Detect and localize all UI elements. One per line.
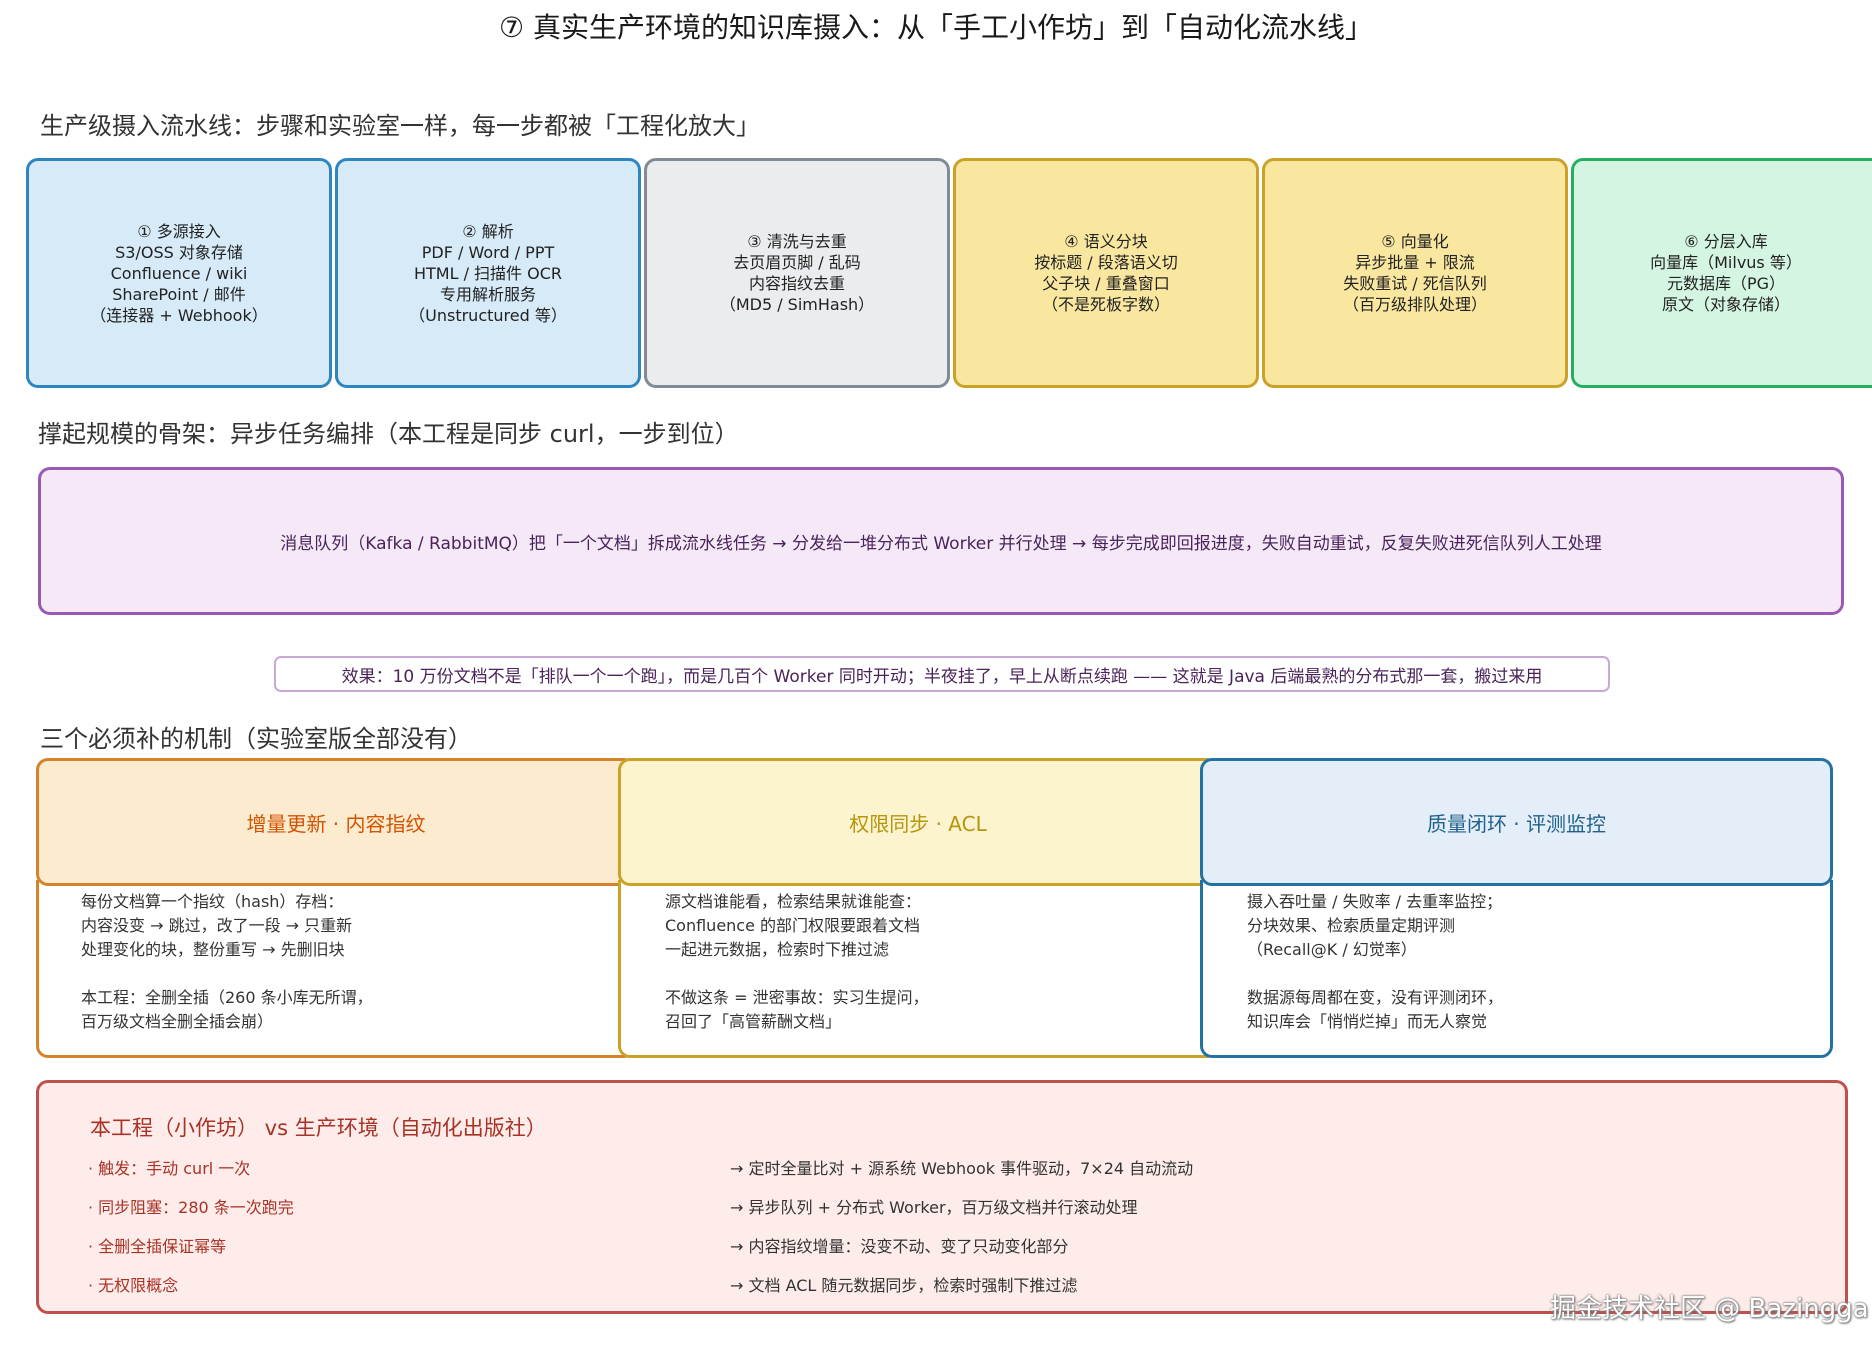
pipeline-stage-6: ⑥ 分层入库向量库（Milvus 等） 元数据库（PG） 原文（对象存储） — [1571, 158, 1872, 388]
stage-line: 按标题 / 段落语义切 — [1034, 253, 1178, 272]
backbone-heading: 撑起规模的骨架：异步任务编排（本工程是同步 curl，一步到位） — [38, 420, 739, 448]
mechanism-line: 摄入吞吐量 / 失败率 / 去重率监控； — [1247, 892, 1503, 911]
mechanism-header-3: 质量闭环 · 评测监控 — [1200, 758, 1833, 886]
mechanism-title: 增量更新 · 内容指纹 — [246, 811, 426, 836]
stage-line: （连接器 + Webhook） — [90, 305, 268, 325]
stage-title: ② 解析 — [462, 221, 514, 241]
comparison-production: → 定时全量比对 + 源系统 Webhook 事件驱动，7×24 自动流动 — [730, 1159, 1194, 1178]
mechanism-line: 本工程：全删全插（260 条小库无所谓， — [81, 988, 373, 1007]
stage-line: 去页眉页脚 / 乱码 — [733, 253, 861, 272]
comparison-production: → 文档 ACL 随元数据同步，检索时强制下推过滤 — [730, 1276, 1078, 1295]
comparison-title: 本工程（小作坊） vs 生产环境（自动化出版社） — [90, 1116, 547, 1140]
comparison-current: · 全删全插保证幂等 — [88, 1237, 227, 1256]
comparison-box — [36, 1080, 1848, 1314]
stage-line: 异步批量 + 限流 — [1355, 253, 1475, 272]
stage-line: PDF / Word / PPT — [421, 242, 555, 262]
mechanism-line: 内容没变 → 跳过，改了一段 → 只重新 — [81, 916, 353, 935]
comparison-current: · 无权限概念 — [88, 1276, 179, 1295]
page-title: ⑦ 真实生产环境的知识库摄入：从「手工小作坊」到「自动化流水线」 — [498, 11, 1373, 44]
stage-line: 专用解析服务 — [439, 284, 536, 304]
mechanism-line: 一起进元数据，检索时下推过滤 — [665, 940, 890, 959]
mechanisms-heading: 三个必须补的机制（实验室版全部没有） — [40, 725, 472, 753]
pipeline-heading: 生产级摄入流水线：步骤和实验室一样，每一步都被「工程化放大」 — [40, 112, 760, 140]
comparison-current: · 同步阻塞：280 条一次跑完 — [88, 1198, 294, 1217]
mechanism-line: 数据源每周都在变，没有评测闭环， — [1247, 988, 1504, 1007]
mechanism-line: 百万级文档全删全插会崩） — [81, 1012, 274, 1031]
mechanism-line — [81, 962, 633, 986]
stage-line: S3/OSS 对象存储 — [115, 242, 243, 262]
stage-line: 元数据库（PG） — [1666, 274, 1786, 293]
pipeline-stage-4: ④ 语义分块按标题 / 段落语义切父子块 / 重叠窗口 （不是死板字数） — [953, 158, 1259, 388]
mechanism-line: 知识库会「悄悄烂掉」而无人察觉 — [1247, 1012, 1488, 1031]
stage-line: 失败重试 / 死信队列 — [1343, 274, 1487, 293]
mechanism-line: 分块效果、检索质量定期评测 — [1247, 916, 1456, 935]
mechanism-line: 源文档谁能看，检索结果就谁能查： — [665, 892, 922, 911]
mechanism-header-2: 权限同步 · ACL — [618, 758, 1218, 886]
mechanism-line — [1247, 962, 1830, 986]
mechanism-line: 每份文档算一个指纹（hash）存档： — [81, 892, 344, 911]
stage-title: ⑥ 分层入库 — [1684, 232, 1768, 251]
stage-title: ④ 语义分块 — [1064, 232, 1148, 251]
message-queue-text: 消息队列（Kafka / RabbitMQ）把「一个文档」拆成流水线任务 → 分… — [280, 533, 1602, 554]
stage-line: 内容指纹去重 — [748, 274, 845, 293]
stage-line: SharePoint / 邮件 — [112, 284, 246, 304]
stage-line: （不是死板字数） — [1041, 295, 1170, 314]
stage-line: 原文（对象存储） — [1661, 295, 1790, 314]
pipeline-stage-3: ③ 清洗与去重去页眉页脚 / 乱码内容指纹去重 （MD5 / SimHash） — [644, 158, 950, 388]
comparison-production: → 内容指纹增量：没变不动、变了只动变化部分 — [730, 1237, 1069, 1256]
stage-line: （MD5 / SimHash） — [719, 295, 875, 314]
comparison-production: → 异步队列 + 分布式 Worker，百万级文档并行滚动处理 — [730, 1198, 1138, 1217]
comparison-current: · 触发：手动 curl 一次 — [88, 1159, 251, 1178]
mechanism-line: 不做这条 = 泄密事故：实习生提问， — [665, 988, 929, 1007]
mechanism-title: 质量闭环 · 评测监控 — [1426, 811, 1607, 836]
mechanism-header-1: 增量更新 · 内容指纹 — [36, 758, 636, 886]
watermark: 掘金技术社区 @ Bazingga — [1550, 1294, 1869, 1324]
mechanism-line — [665, 962, 1215, 986]
stage-line: Confluence / wiki — [110, 263, 248, 283]
effect-note: 效果：10 万份文档不是「排队一个一个跑」，而是几百个 Worker 同时开动；… — [274, 656, 1610, 692]
stage-line: HTML / 扫描件 OCR — [413, 263, 563, 283]
stage-title: ⑤ 向量化 — [1381, 232, 1449, 251]
mechanism-body-2: 源文档谁能看，检索结果就谁能查： Confluence 的部门权限要跟着文档一起进… — [618, 880, 1218, 1058]
mechanism-body-3: 摄入吞吐量 / 失败率 / 去重率监控； 分块效果、检索质量定期评测 （Recall… — [1200, 880, 1833, 1058]
mechanism-line: 召回了「高管薪酬文档」 — [665, 1012, 842, 1031]
mechanism-title: 权限同步 · ACL — [849, 811, 987, 836]
stage-line: 向量库（Milvus 等） — [1650, 253, 1802, 272]
mechanism-line: 处理变化的块，整份重写 → 先删旧块 — [81, 940, 345, 959]
mechanism-body-1: 每份文档算一个指纹（hash）存档： 内容没变 → 跳过，改了一段 → 只重新处理… — [36, 880, 636, 1058]
effect-text: 效果：10 万份文档不是「排队一个一个跑」，而是几百个 Worker 同时开动；… — [341, 666, 1543, 687]
stage-line: 父子块 / 重叠窗口 — [1042, 274, 1170, 293]
stage-title: ③ 清洗与去重 — [747, 232, 847, 251]
stage-title: ① 多源接入 — [137, 221, 221, 241]
stage-line: （百万级排队处理） — [1342, 295, 1487, 314]
mechanism-line: （Recall@K / 幻觉率） — [1247, 940, 1417, 959]
message-queue-box: 消息队列（Kafka / RabbitMQ）把「一个文档」拆成流水线任务 → 分… — [38, 467, 1844, 615]
pipeline-stage-5: ⑤ 向量化异步批量 + 限流失败重试 / 死信队列 （百万级排队处理） — [1262, 158, 1568, 388]
mechanism-line: Confluence 的部门权限要跟着文档 — [665, 916, 921, 935]
stage-line: （Unstructured 等） — [409, 305, 567, 325]
